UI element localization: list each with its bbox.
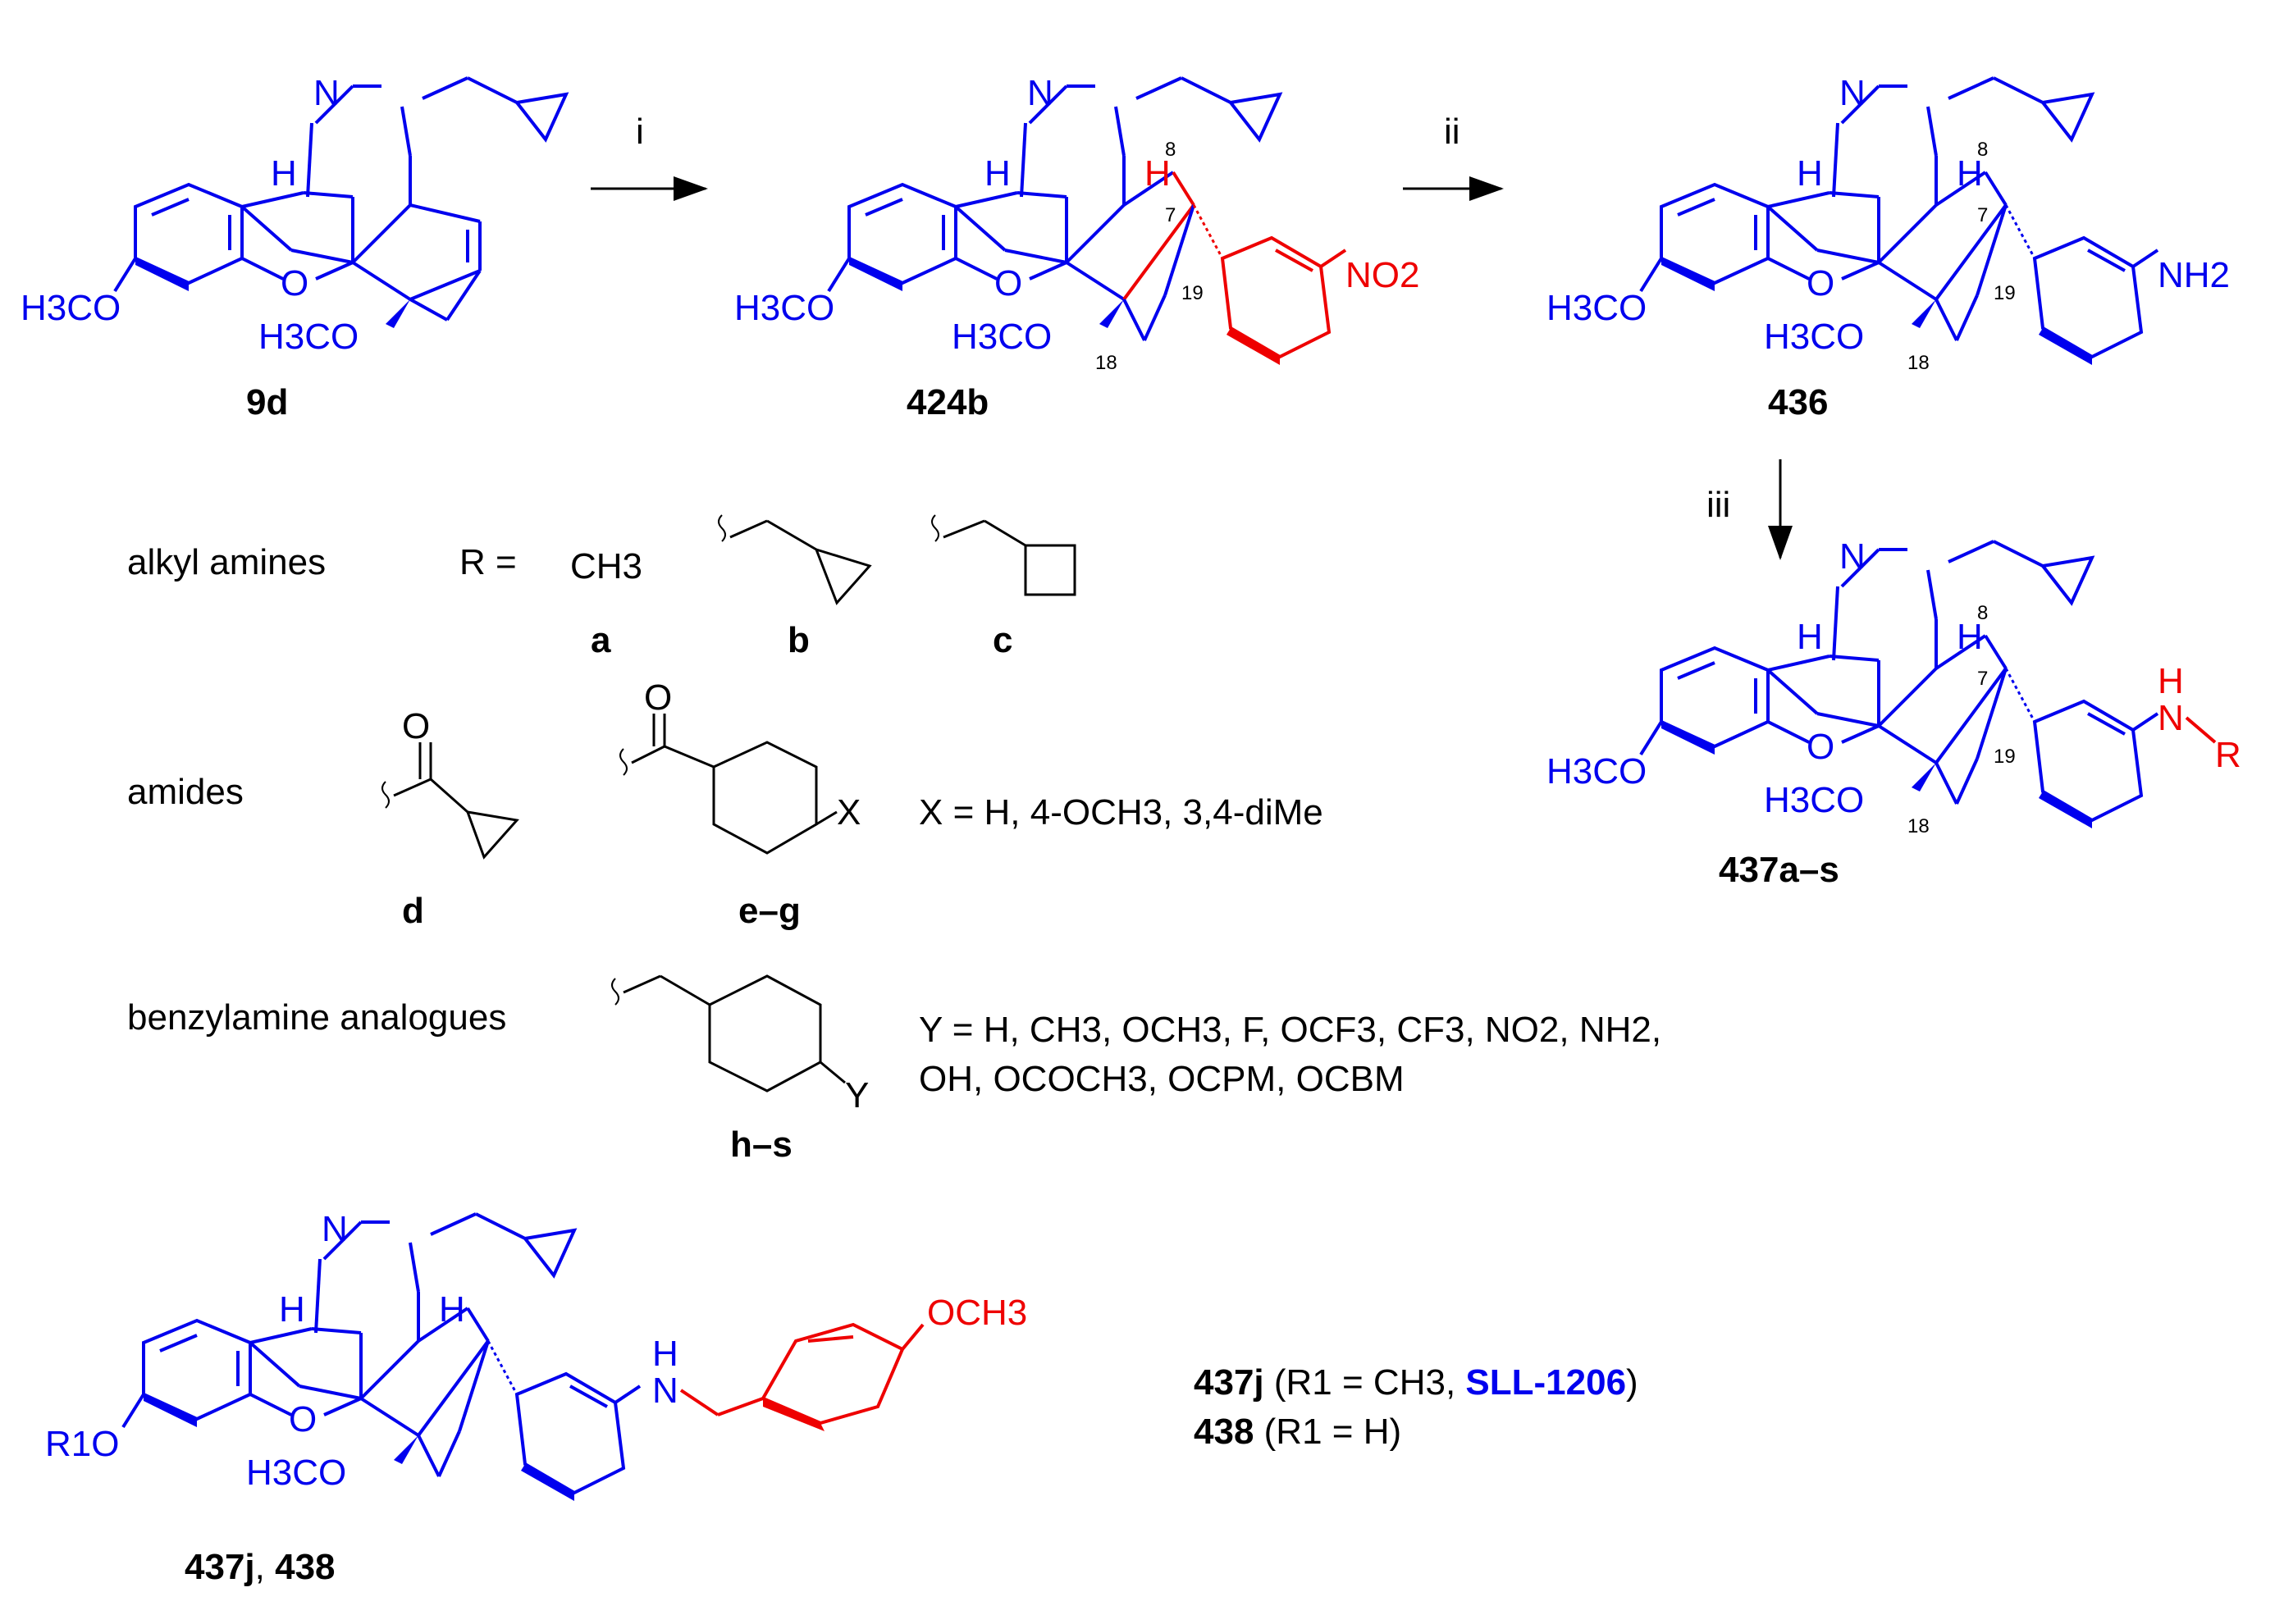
- label-d: d: [402, 891, 424, 931]
- label-424b: 424b: [907, 382, 989, 422]
- label-c: c: [993, 620, 1012, 660]
- label-437j-438: 437j, 438: [185, 1547, 336, 1587]
- r-equals: R =: [459, 542, 517, 582]
- methoxy-label: H3CO: [246, 1453, 346, 1493]
- label-a: a: [591, 620, 611, 660]
- position-8: 8: [1977, 602, 1988, 624]
- legend-437j-r1: (R1 = CH3,: [1274, 1362, 1455, 1403]
- methoxy-label: H3CO: [1546, 288, 1647, 328]
- hydrogen-label-red: H: [1144, 153, 1171, 194]
- oxygen-label: O: [1807, 727, 1834, 767]
- alkyl-amines-title: alkyl amines: [127, 542, 326, 582]
- hydrogen-label-2: H: [439, 1289, 465, 1330]
- alkyl-amines-row: alkyl amines R = CH3 a b c: [127, 514, 1076, 660]
- benzylamine-title: benzylamine analogues: [127, 997, 506, 1038]
- label-e-g: e–g: [738, 891, 801, 931]
- nitrogen-label: N: [313, 73, 340, 113]
- position-19: 19: [1994, 746, 2016, 768]
- position-18: 18: [1907, 815, 1930, 837]
- position-18: 18: [1907, 352, 1930, 374]
- hydrogen-label-2: H: [1957, 617, 1983, 657]
- hydrogen-label: H: [279, 1289, 305, 1330]
- position-7: 7: [1977, 204, 1988, 226]
- svg-text:438 (R1 = H): 438 (R1 = H): [1194, 1412, 1401, 1452]
- position-18: 18: [1095, 352, 1117, 374]
- compound-424b: N H H O H3CO H3CO NO2 8 7 19 18: [734, 73, 1419, 374]
- legend-437j: 437j: [1194, 1362, 1264, 1403]
- nitrogen-label: N: [322, 1209, 348, 1249]
- compound-437j-438: N H H O R1O H3CO H N OCH3: [45, 1209, 1027, 1501]
- position-7: 7: [1165, 204, 1176, 226]
- carbonyl-oxygen-e: O: [644, 677, 672, 718]
- compound-436: N H H O H3CO H3CO NH2 8 7 19 18: [1546, 73, 2230, 374]
- methoxy-label-red: OCH3: [927, 1293, 1027, 1333]
- methyl-formula: CH3: [570, 546, 642, 586]
- r-group-label: R: [2215, 735, 2241, 775]
- y-definition-line1: Y = H, CH3, OCH3, F, OCF3, CF3, NO2, NH2…: [919, 1010, 1661, 1050]
- y-substituent: Y: [845, 1075, 869, 1115]
- r1o-label: R1O: [45, 1424, 119, 1464]
- svg-text:437j (R1 = CH3, SL: 437j (R1 = CH3, SLL-1206): [1194, 1362, 1638, 1403]
- nitro-label: NO2: [1345, 255, 1419, 295]
- amino-label: NH2: [2158, 255, 2230, 295]
- benzylamine-row: benzylamine analogues Y Y = H, CH3, OCH3…: [127, 974, 1661, 1165]
- oxygen-label: O: [289, 1399, 317, 1439]
- methoxy-label: H3CO: [1546, 751, 1647, 791]
- nitrogen-label: N: [1839, 73, 1866, 113]
- compound-9d: N H O H3CO H3CO: [21, 73, 568, 357]
- label-437j: 437j: [185, 1547, 255, 1587]
- step-i-label: i: [636, 112, 644, 152]
- amides-row: amides O d O X X = H, 4-OCH3, 3,4-diMe e…: [127, 677, 1323, 931]
- hydrogen-label-2: H: [1957, 153, 1983, 194]
- legend-437j-438: 437j (R1 = CH3, SLL-1206) 438 (R1 = H): [1194, 1362, 1638, 1452]
- legend-438: 438: [1194, 1412, 1254, 1452]
- label-436: 436: [1768, 382, 1828, 422]
- oxygen-label: O: [281, 263, 308, 303]
- hydrogen-label: H: [271, 153, 297, 194]
- position-7: 7: [1977, 668, 1988, 690]
- carbonyl-oxygen-d: O: [402, 706, 430, 746]
- y-definition-line2: OH, OCOCH3, OCPM, OCBM: [919, 1059, 1405, 1099]
- methoxy-label-2: H3CO: [1764, 780, 1864, 820]
- methoxy-label-2: H3CO: [952, 317, 1052, 357]
- nitrogen-label: N: [1839, 536, 1866, 577]
- x-definition: X = H, 4-OCH3, 3,4-diMe: [919, 792, 1323, 833]
- step-ii-label: ii: [1444, 112, 1460, 152]
- methoxy-label: H3CO: [734, 288, 834, 328]
- step-iii-label: iii: [1706, 485, 1730, 525]
- position-19: 19: [1181, 282, 1204, 304]
- amine-hydrogen-label: H: [2158, 661, 2184, 701]
- amine-nitrogen-label: N: [2158, 698, 2184, 738]
- hydrogen-label: H: [984, 153, 1011, 194]
- legend-sll-1206: SLL-1206: [1465, 1362, 1626, 1403]
- nitrogen-label: N: [1027, 73, 1053, 113]
- position-8: 8: [1165, 139, 1176, 161]
- label-9d: 9d: [246, 382, 288, 422]
- label-438: 438: [275, 1547, 335, 1587]
- position-19: 19: [1994, 282, 2016, 304]
- position-8: 8: [1977, 139, 1988, 161]
- x-substituent: X: [837, 792, 861, 833]
- label-h-s: h–s: [730, 1124, 793, 1165]
- oxygen-label: O: [1807, 263, 1834, 303]
- legend-438-r1: (R1 = H): [1264, 1412, 1401, 1452]
- methoxy-label-2: H3CO: [1764, 317, 1864, 357]
- label-437a-s: 437a–s: [1719, 850, 1839, 890]
- amine-nitrogen-label: N: [652, 1371, 678, 1411]
- hydrogen-label: H: [1797, 617, 1823, 657]
- legend-close-paren: ): [1626, 1362, 1638, 1403]
- label-b: b: [788, 620, 810, 660]
- oxygen-label: O: [994, 263, 1022, 303]
- hydrogen-label: H: [1797, 153, 1823, 194]
- amine-hydrogen-label: H: [652, 1334, 678, 1374]
- methoxy-label-2: H3CO: [258, 317, 359, 357]
- compound-437a-s: N H H O H3CO H3CO H N R 8 7 19 18: [1546, 536, 2241, 837]
- amides-title: amides: [127, 772, 244, 812]
- methoxy-label: H3CO: [21, 288, 121, 328]
